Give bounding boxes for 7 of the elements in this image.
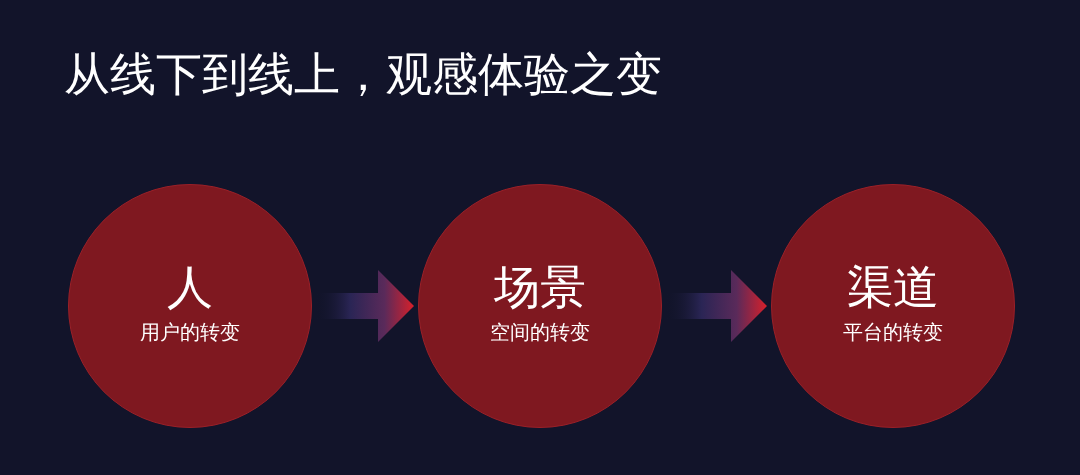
node-heading: 人 [166,259,214,315]
node-subtitle: 平台的转变 [842,319,944,345]
node-subtitle: 空间的转变 [489,319,591,345]
node-heading: 场景 [493,259,587,315]
node-subtitle: 用户的转变 [139,319,241,345]
title: 从线下到线上，观感体验之变 [64,46,662,103]
node-heading: 渠道 [846,259,940,315]
